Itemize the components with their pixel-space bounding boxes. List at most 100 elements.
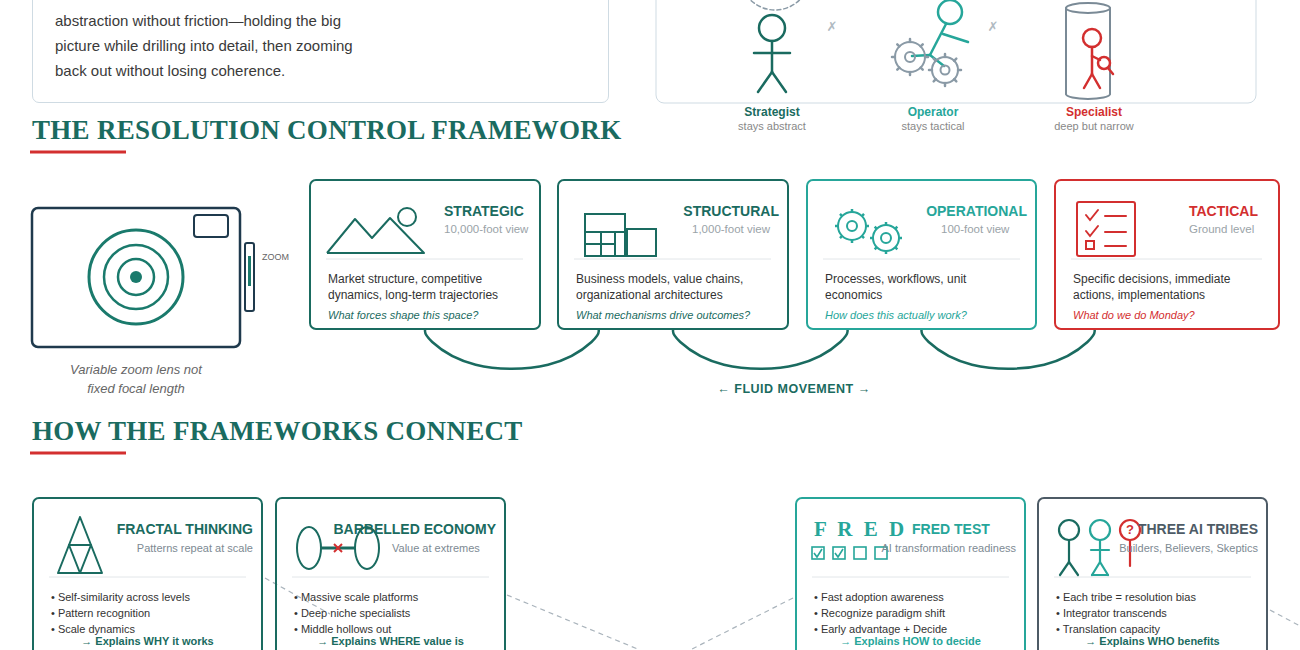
box-subtitle: Builders, Believers, Skeptics [1119,540,1258,556]
camera-icon [118,259,154,295]
checkbox-icons [812,547,824,559]
fractal-icon [58,517,102,573]
building-icon [585,243,615,245]
cross-mark: ✗ [827,19,838,34]
gear-tooth [909,72,912,75]
checklist-icon [1086,241,1094,249]
box-heading: STRUCTURAL [683,202,779,220]
specialist-figure [1066,3,1110,13]
tribes-icon [1068,540,1070,562]
checklist-icon [1077,202,1135,256]
gear-tooth [899,237,902,240]
archetype-note: deep but narrow [1054,120,1134,132]
checkbox-icons [814,549,822,557]
checklist-icon [1086,210,1098,220]
box-subtitle: AI transformation readiness [881,540,1016,556]
tribes-icon [1092,574,1108,576]
tribes-icon [1120,520,1140,540]
divider-line [1054,577,1251,578]
operator-figure [941,66,950,75]
leader-line [1270,610,1300,626]
archetype-name: Specialist [1066,105,1122,119]
checklist-icon [1105,215,1126,217]
camera-icon [248,256,251,286]
box-heading: FRACTAL THINKING [117,520,253,538]
gear-tooth [909,39,912,42]
camera-icon [130,271,142,283]
explains-line: → Explains WHO benefits [1039,635,1266,648]
gear-tooth [866,225,869,228]
fred-mark: F R E D [814,518,907,540]
mountain-icon [327,218,424,253]
gear-tooth [934,59,936,61]
divider-line [292,577,489,578]
operator-figure [892,0,968,86]
gear-tooth [944,54,947,57]
specialist-figure [1091,47,1094,74]
altitude-label: 100-foot view [941,221,1009,237]
framework-card: THREE AI TRIBES Builders, Believers, Skep… [1037,497,1268,650]
tribes-icon [1069,562,1078,575]
divider-line [326,259,523,260]
strategist-figure [758,72,772,92]
definition-text: abstraction without friction—holding the… [55,8,365,83]
building-icon [585,231,625,233]
building-icon [627,229,656,256]
barbell-icon [334,544,342,552]
gear-tooth [862,236,864,238]
flow-arc [673,330,848,369]
gear-tooth [925,56,928,59]
archetype-name: Strategist [744,105,799,119]
gear-tooth [840,214,842,216]
strategist-figure [754,52,790,55]
specialist-figure [1065,8,1067,94]
explains-line: → Explains HOW to decide [797,635,1024,648]
box-subtitle: Patterns repeat at scale [137,540,253,556]
box-heading: FRED TEST [912,520,990,538]
checklist-icon [1105,245,1126,247]
leader-line [507,595,640,650]
gear-tooth [851,209,854,212]
fractal-icon [69,545,91,573]
tribes-icon [1060,562,1069,575]
divider-line [49,577,246,578]
gear-tooth [870,237,873,240]
box-heading: THREE AI TRIBES [1138,520,1258,538]
bullet-item: • Fast adoption awareness [814,589,944,605]
altitude-label: 10,000-foot view [444,221,528,237]
framework-card: BARBELLED ECONOMYValue at extremes• Mass… [275,497,506,650]
specialist-figure [1109,8,1111,94]
gear-tooth [851,240,854,243]
divider-line [1071,259,1262,260]
flow-arc [425,330,599,369]
camera-icon [104,245,168,309]
zoom-label: ZOOM [262,252,289,262]
level-box: STRUCTURAL1,000-foot viewBusiness models… [557,179,789,330]
mountain-icon [327,208,424,253]
tribes-icon [1091,549,1109,551]
gear-tooth [954,59,956,61]
tribes-icon [1100,562,1108,575]
box-body: Processes, workflows, unit economics [825,271,975,303]
gear-tooth [897,44,899,46]
gear-tooth [954,79,956,81]
definition-box: abstraction without friction—holding the… [32,0,609,103]
operator-figure [905,52,915,62]
gear-tooth [929,69,932,72]
gear-tooth [875,247,877,249]
gear-tooth [921,68,923,70]
bullet-item: • Pattern recognition [51,605,150,621]
box-body: Market structure, competitive dynamics, … [328,271,533,303]
camera-caption: Variable zoom lens not fixed focal lengt… [61,360,211,398]
cross-mark: ✗ [988,19,999,34]
box-body: Business models, value chains, organizat… [576,271,781,303]
leader-line [265,578,1300,650]
bullet-item: • Massive scale platforms [294,589,418,605]
explains-line: → Explains WHERE value is [277,635,504,648]
specialist-figure [1092,74,1100,88]
archetype-panel [656,0,1256,103]
gears-icon [873,225,899,251]
box-heading: OPERATIONAL [926,202,1027,220]
gears-icon [838,212,866,240]
